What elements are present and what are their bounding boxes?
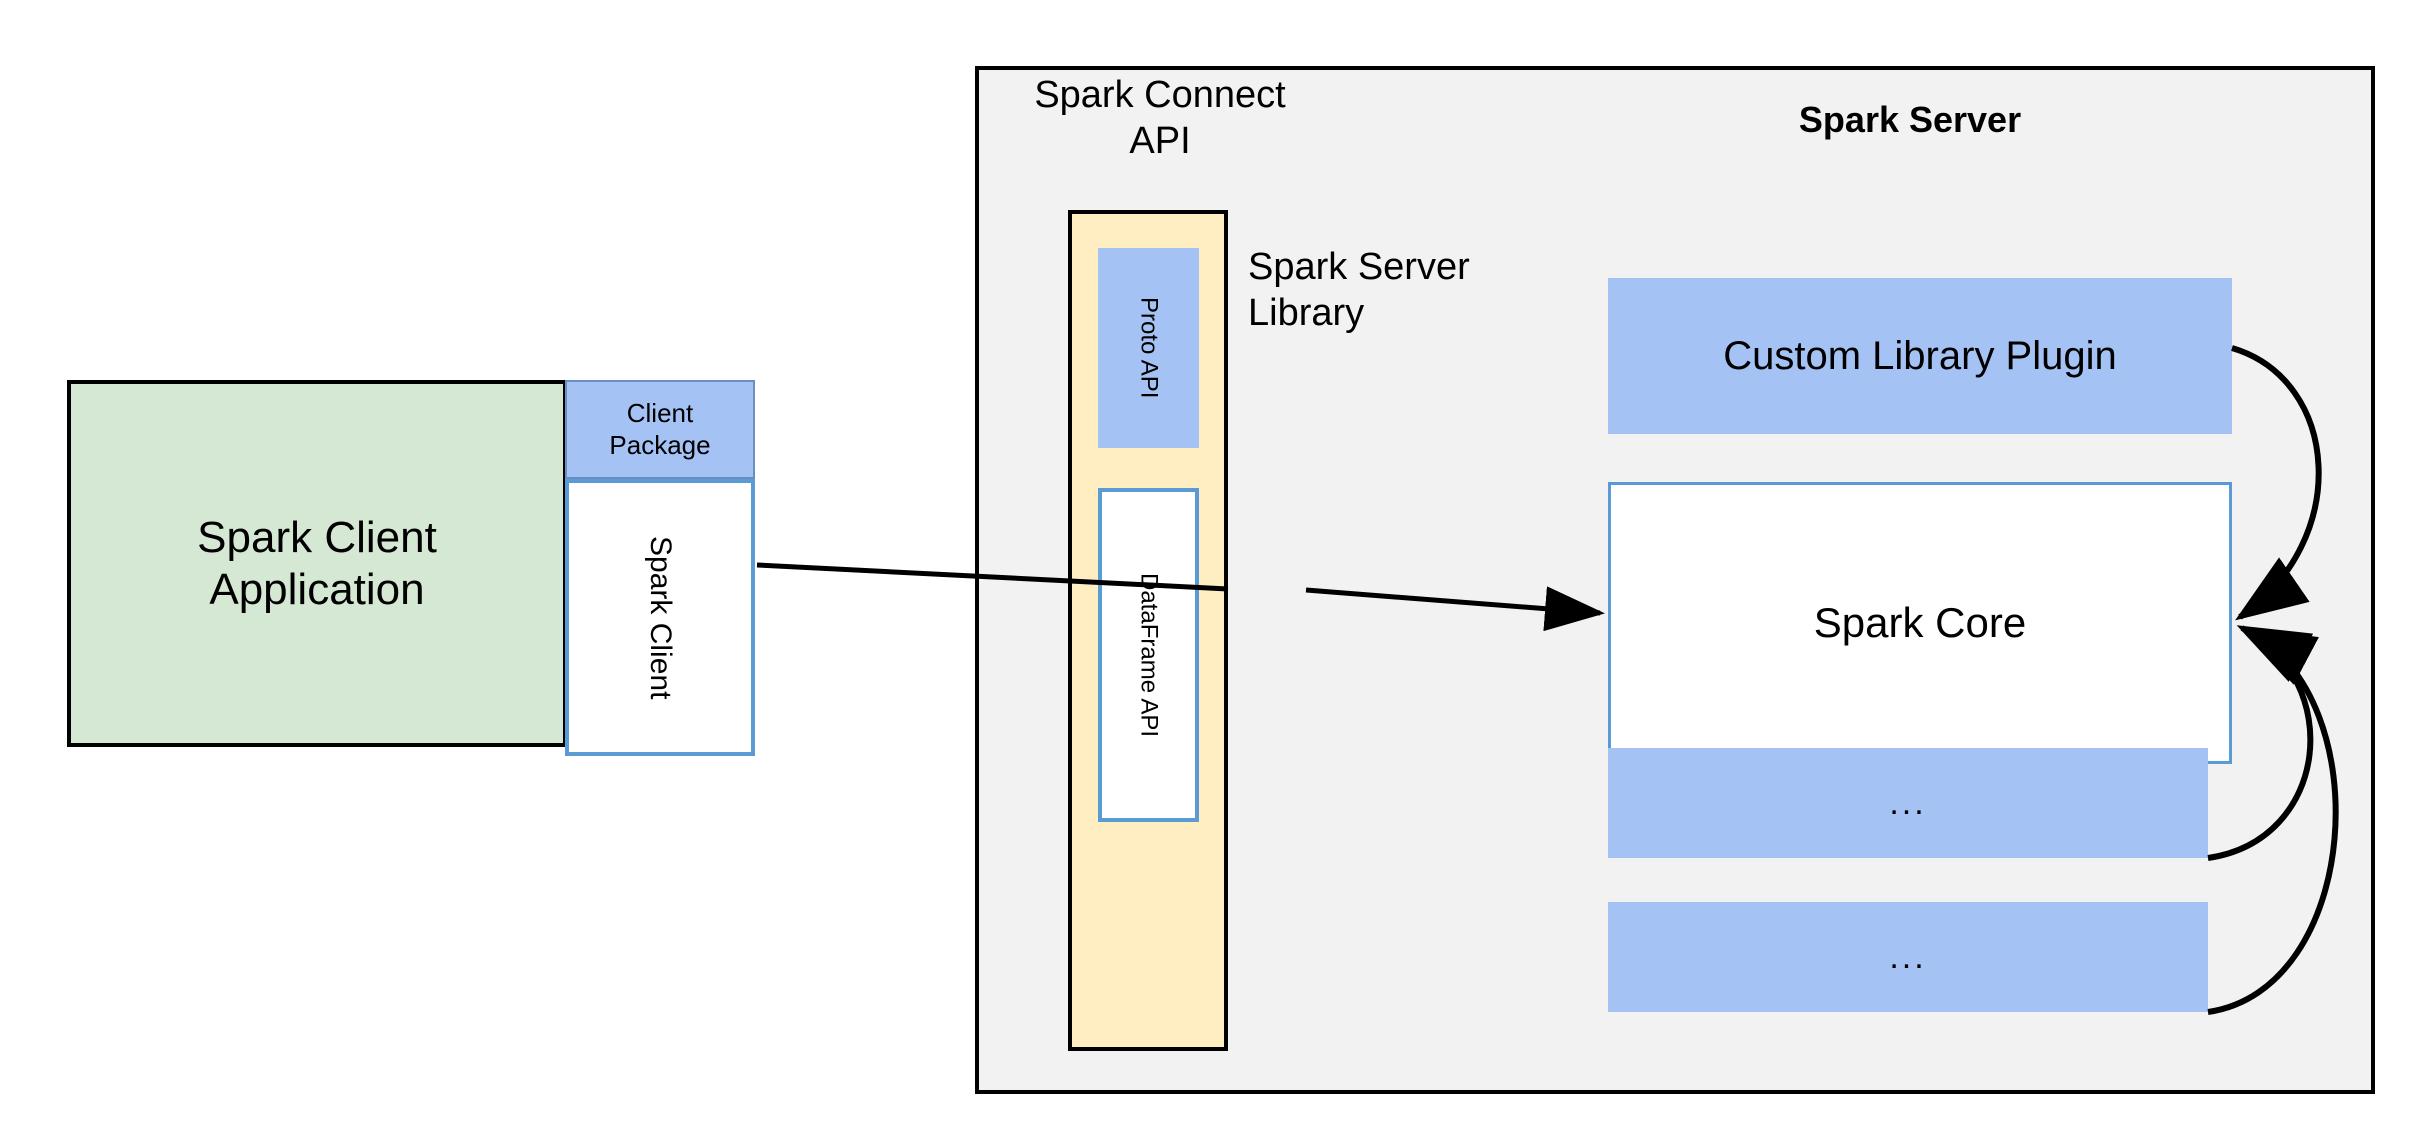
- ellipsis-box-2[interactable]: ...: [1608, 902, 2208, 1012]
- client-package-box[interactable]: Client Package: [565, 380, 755, 479]
- spark-server-library-label: Spark Server Library: [1248, 240, 1548, 340]
- spark-connect-api-label-line1: Spark Connect: [1034, 73, 1286, 116]
- spark-connect-api-label: Spark Connect API: [1010, 68, 1310, 168]
- custom-library-plugin-box[interactable]: Custom Library Plugin: [1608, 278, 2232, 434]
- spark-client-application-label: Spark Client Application: [197, 512, 437, 616]
- client-package-label-line2: Package: [609, 429, 711, 460]
- client-app-label-line1: Spark Client: [197, 512, 437, 562]
- spark-server-title: Spark Server: [1798, 99, 2022, 140]
- spark-server-library-label-line1: Spark Server: [1248, 245, 1470, 288]
- spark-core-label: Spark Core: [1813, 599, 2027, 646]
- spark-client-box[interactable]: Spark Client: [565, 479, 755, 756]
- client-app-label-line2: Application: [209, 564, 425, 614]
- ellipsis-box-1[interactable]: ...: [1608, 748, 2208, 858]
- client-package-label-line1: Client: [626, 398, 694, 429]
- proto-api-box[interactable]: Proto API: [1098, 248, 1199, 448]
- spark-client-label: Spark Client: [644, 535, 677, 700]
- custom-library-plugin-label: Custom Library Plugin: [1723, 333, 2117, 378]
- client-package-label: Client Package: [609, 398, 710, 460]
- spark-client-application-box[interactable]: Spark Client Application: [67, 380, 567, 747]
- ellipsis-box-1-label: ...: [1889, 783, 1927, 822]
- spark-connect-api-label-line2: API: [1129, 120, 1191, 162]
- dataframe-api-label: DataFrame API: [1135, 572, 1163, 738]
- spark-server-library-label-line2: Library: [1248, 292, 1365, 334]
- ellipsis-box-2-label: ...: [1889, 937, 1927, 976]
- spark-core-box[interactable]: Spark Core: [1608, 482, 2232, 764]
- proto-api-label: Proto API: [1135, 297, 1163, 399]
- dataframe-api-box[interactable]: DataFrame API: [1098, 488, 1199, 822]
